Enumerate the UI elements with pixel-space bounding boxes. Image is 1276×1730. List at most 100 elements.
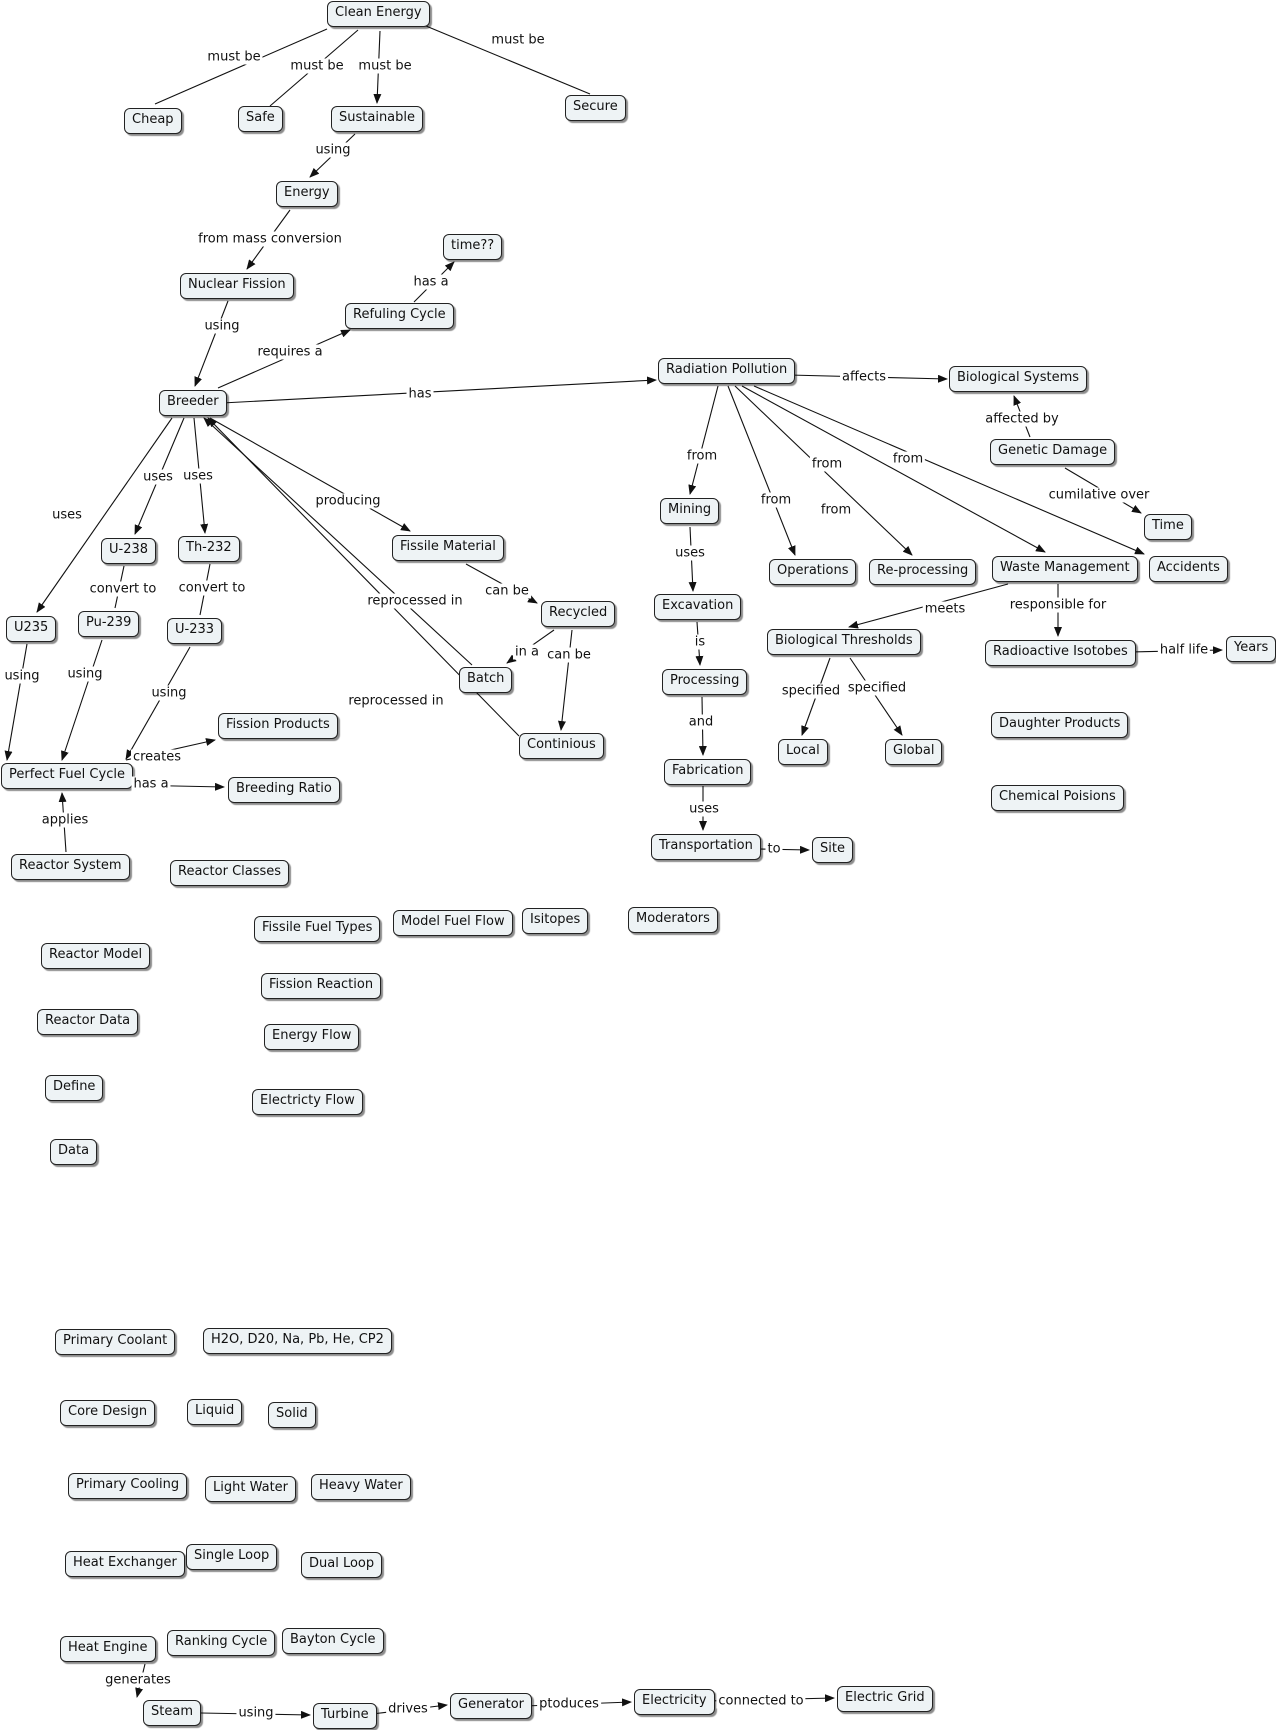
node-local[interactable]: Local (778, 739, 828, 765)
node-electric-grid[interactable]: Electric Grid (837, 1686, 933, 1712)
node-daughter-products[interactable]: Daughter Products (991, 712, 1129, 738)
node-turbine[interactable]: Turbine (313, 1703, 377, 1729)
link-label-reprocessed-in: reprocessed in (346, 693, 446, 709)
node-primary-cooling[interactable]: Primary Cooling (68, 1473, 188, 1499)
node-pu239[interactable]: Pu-239 (78, 611, 140, 637)
node-energy-flow[interactable]: Energy Flow (264, 1024, 360, 1050)
link-line (425, 25, 591, 95)
node-biological-systems[interactable]: Biological Systems (949, 366, 1088, 392)
node-radiation-pollution[interactable]: Radiation Pollution (658, 358, 796, 384)
link-label-uses: uses (50, 507, 84, 523)
link-label-ptoduces: ptoduces (537, 1696, 601, 1712)
node-safe[interactable]: Safe (238, 106, 283, 132)
node-time[interactable]: Time (1144, 514, 1192, 540)
node-bayton-cycle[interactable]: Bayton Cycle (282, 1628, 384, 1654)
node-light-water[interactable]: Light Water (205, 1476, 297, 1502)
link-arrow (194, 300, 229, 387)
node-radioactive-isotobes[interactable]: Radioactive Isotobes (985, 640, 1136, 666)
node-electricty-flow[interactable]: Electricty Flow (252, 1089, 363, 1115)
link-label-from: from (809, 456, 845, 472)
node-u235[interactable]: U235 (6, 616, 57, 642)
node-fissile-fuel-types[interactable]: Fissile Fuel Types (254, 916, 381, 942)
node-refuling-cycle[interactable]: Refuling Cycle (345, 303, 454, 329)
link-arrow (727, 385, 796, 556)
node-global[interactable]: Global (885, 739, 943, 765)
node-single-loop[interactable]: Single Loop (186, 1544, 278, 1570)
node-solid[interactable]: Solid (268, 1402, 316, 1428)
node-moderators[interactable]: Moderators (628, 907, 718, 933)
node-fission-reaction[interactable]: Fission Reaction (261, 973, 382, 999)
node-isitopes[interactable]: Isitopes (522, 908, 589, 934)
node-reprocessing[interactable]: Re-processing (869, 559, 977, 585)
node-excavation[interactable]: Excavation (654, 594, 742, 620)
link-label-must-be: must be (205, 49, 263, 65)
node-mining[interactable]: Mining (660, 498, 720, 524)
node-fabrication[interactable]: Fabrication (664, 759, 752, 785)
node-core-design[interactable]: Core Design (60, 1400, 156, 1426)
link-label-connected-to: connected to (716, 1693, 806, 1709)
node-years[interactable]: Years (1226, 636, 1276, 662)
node-ranking-cycle[interactable]: Ranking Cycle (167, 1630, 276, 1656)
node-th232[interactable]: Th-232 (178, 536, 240, 562)
node-waste-management[interactable]: Waste Management (992, 556, 1138, 582)
link-label-from: from (890, 451, 926, 467)
link-label-uses: uses (181, 468, 215, 484)
node-coolant-list[interactable]: H2O, D20, Na, Pb, He, CP2 (203, 1328, 392, 1354)
node-heat-exchanger[interactable]: Heat Exchanger (65, 1551, 185, 1577)
node-heat-engine[interactable]: Heat Engine (60, 1636, 156, 1662)
node-energy[interactable]: Energy (276, 181, 338, 207)
link-label-from: from (818, 502, 854, 518)
node-time-question[interactable]: time?? (443, 234, 503, 260)
node-breeding-ratio[interactable]: Breeding Ratio (228, 777, 340, 803)
node-define[interactable]: Define (45, 1075, 104, 1101)
node-breeder[interactable]: Breeder (159, 390, 227, 416)
node-generator[interactable]: Generator (450, 1693, 533, 1719)
node-recycled[interactable]: Recycled (541, 601, 616, 627)
node-reactor-system[interactable]: Reactor System (11, 854, 130, 880)
link-label-can-be: can be (545, 647, 593, 663)
node-operations[interactable]: Operations (769, 559, 857, 585)
link-label-uses: uses (673, 545, 707, 561)
node-u233[interactable]: U-233 (167, 618, 223, 644)
link-label-using: using (236, 1705, 276, 1721)
node-data[interactable]: Data (50, 1139, 98, 1165)
node-nuclear-fission[interactable]: Nuclear Fission (180, 273, 294, 299)
node-primary-coolant[interactable]: Primary Coolant (55, 1329, 176, 1355)
link-label-specified: specified (779, 683, 843, 699)
link-label-has-a: has a (411, 274, 451, 290)
node-transportation[interactable]: Transportation (651, 834, 761, 860)
link-label-from-mass-conversion: from mass conversion (196, 231, 344, 247)
link-label-producing: producing (313, 493, 383, 509)
node-site[interactable]: Site (812, 837, 853, 863)
link-label-from: from (684, 448, 720, 464)
node-clean-energy[interactable]: Clean Energy (327, 1, 430, 27)
link-arrow (849, 657, 903, 736)
node-reactor-model[interactable]: Reactor Model (41, 943, 151, 969)
node-cheap[interactable]: Cheap (124, 108, 182, 134)
node-dual-loop[interactable]: Dual Loop (301, 1552, 383, 1578)
node-batch[interactable]: Batch (459, 667, 513, 693)
node-reactor-data[interactable]: Reactor Data (37, 1009, 139, 1035)
node-heavy-water[interactable]: Heavy Water (311, 1474, 411, 1500)
node-reactor-classes[interactable]: Reactor Classes (170, 860, 290, 886)
node-steam[interactable]: Steam (143, 1700, 201, 1726)
node-accidents[interactable]: Accidents (1149, 556, 1228, 582)
node-u238[interactable]: U-238 (101, 538, 157, 564)
node-biological-thresholds[interactable]: Biological Thresholds (767, 629, 921, 655)
link-label-and: and (686, 714, 716, 730)
node-chemical-poisions[interactable]: Chemical Poisions (991, 785, 1124, 811)
node-genetic-damage[interactable]: Genetic Damage (990, 439, 1116, 465)
node-liquid[interactable]: Liquid (187, 1399, 243, 1425)
node-sustainable[interactable]: Sustainable (331, 106, 424, 132)
node-continious[interactable]: Continious (519, 733, 604, 759)
node-model-fuel-flow[interactable]: Model Fuel Flow (393, 910, 513, 936)
link-label-using: using (65, 666, 105, 682)
node-electricity[interactable]: Electricity (634, 1689, 715, 1715)
node-perfect-fuel-cycle[interactable]: Perfect Fuel Cycle (1, 763, 133, 789)
node-secure[interactable]: Secure (565, 95, 626, 121)
node-fission-products[interactable]: Fission Products (218, 713, 338, 739)
link-arrow (753, 385, 1145, 555)
node-processing[interactable]: Processing (662, 669, 748, 695)
link-arrow (61, 639, 103, 761)
node-fissile-material[interactable]: Fissile Material (392, 535, 504, 561)
